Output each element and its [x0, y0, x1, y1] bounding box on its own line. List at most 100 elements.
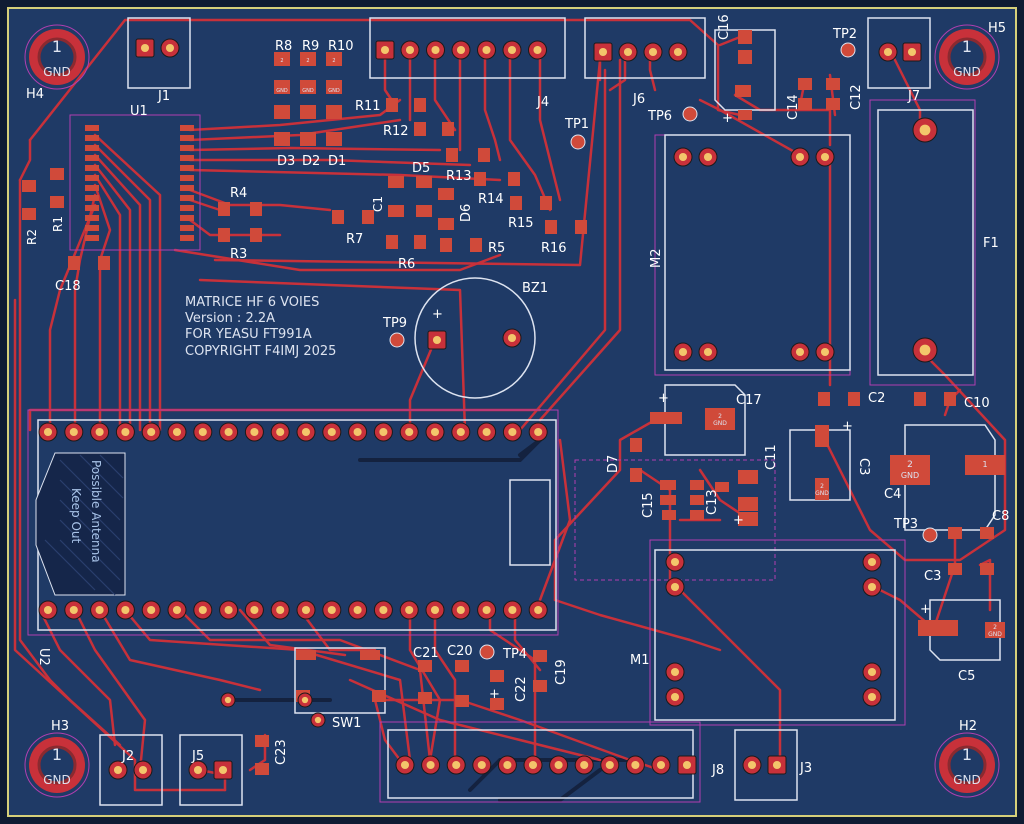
svg-text:GND: GND [988, 631, 1002, 638]
ref-c19: C19 [554, 659, 569, 685]
j6-pad [643, 42, 663, 62]
u2-top-pad [502, 422, 522, 442]
ref-d6: D6 [459, 204, 474, 222]
u2-bottom-pad [425, 600, 445, 620]
board-title-block: MATRICE HF 6 VOIES Version : 2.2A FOR YE… [185, 295, 336, 359]
u2-bottom-pad [399, 600, 419, 620]
ref-r12: R12 [383, 124, 409, 139]
u2-bottom-pad [296, 600, 316, 620]
j7-pad [878, 42, 898, 62]
board-text-line1: MATRICE HF 6 VOIES [185, 295, 319, 310]
u2-bottom-pad [502, 600, 522, 620]
j8-pad [651, 755, 671, 775]
ref-j8: J8 [711, 763, 724, 778]
mounting-hole-h2: 1 GND H2 [934, 719, 1000, 798]
m1-pad [862, 662, 882, 682]
u2-bottom-pad [38, 600, 58, 620]
ref-tp6: TP6 [647, 109, 672, 124]
u2-top-pad [477, 422, 497, 442]
mounting-hole-h3: 1 GND H3 [24, 719, 90, 798]
ref-bz1: BZ1 [522, 281, 548, 296]
u2-bottom-pad [451, 600, 471, 620]
j4-pad [375, 40, 395, 60]
ref-r14: R14 [478, 192, 504, 207]
u2-top-pad [348, 422, 368, 442]
j3-pad [767, 755, 787, 775]
svg-text:+: + [920, 602, 931, 617]
m2-pad [815, 342, 835, 362]
svg-text:+: + [733, 513, 744, 528]
ref-c10: C10 [964, 396, 990, 411]
ref-c11: C11 [764, 444, 779, 470]
u2-bottom-pad [373, 600, 393, 620]
ref-j4: J4 [536, 95, 549, 110]
mounting-hole-h5: 1 GND H5 [934, 21, 1006, 90]
u2-top-pad [219, 422, 239, 442]
j8-pad [574, 755, 594, 775]
svg-text:+: + [658, 391, 669, 406]
h5-net: GND [953, 65, 981, 79]
svg-text:2: 2 [280, 58, 283, 64]
j8-pad [523, 755, 543, 775]
ref-c8: C8 [992, 509, 1009, 524]
svg-text:2: 2 [332, 58, 335, 64]
m1-pad [665, 662, 685, 682]
m2-pad [815, 147, 835, 167]
u2-bottom-pad [167, 600, 187, 620]
svg-text:+: + [432, 307, 443, 322]
ref-r5: R5 [488, 241, 505, 256]
j8-pad [625, 755, 645, 775]
ref-j1: J1 [157, 89, 170, 104]
u2-bottom-pad [193, 600, 213, 620]
svg-text:GND: GND [713, 420, 727, 427]
ref-tp1: TP1 [564, 117, 589, 132]
m1-pad [862, 687, 882, 707]
f1-pad [912, 117, 938, 143]
ref-c22: C22 [514, 676, 529, 702]
u2-bottom-pad [244, 600, 264, 620]
j6-pad [668, 42, 688, 62]
ref-tp9: TP9 [382, 316, 407, 331]
svg-text:+: + [489, 687, 500, 702]
ref-j3: J3 [799, 761, 812, 776]
ref-r13: R13 [446, 169, 472, 184]
ref-r11: R11 [355, 99, 381, 114]
ref-c14: C14 [786, 94, 801, 120]
svg-text:2: 2 [820, 483, 824, 490]
ref-c21: C21 [413, 646, 439, 661]
svg-text:2: 2 [306, 58, 309, 64]
h3-ref: H3 [51, 719, 69, 734]
h5-pin: 1 [962, 37, 972, 56]
u2-top-pad [528, 422, 548, 442]
ref-r2: R2 [25, 229, 39, 245]
u2-bottom-pad [141, 600, 161, 620]
h5-ref: H5 [988, 21, 1006, 36]
svg-text:2: 2 [907, 460, 913, 470]
h2-ref: H2 [959, 719, 977, 734]
sw1-pad [297, 692, 313, 708]
ref-c3-rot: C3 [856, 458, 871, 475]
j1-pad [135, 38, 155, 58]
j4-pad [528, 40, 547, 60]
svg-text:1: 1 [982, 460, 987, 469]
u2-top-pad [167, 422, 187, 442]
antenna-keepout: Possible Antenna Keep Out [35, 452, 126, 596]
ref-c15: C15 [641, 492, 656, 518]
ref-r3: R3 [230, 247, 247, 262]
ref-j2: J2 [121, 749, 134, 764]
f1-pad [912, 337, 938, 363]
j3-pad [742, 755, 762, 775]
ref-c4: C4 [884, 487, 901, 502]
m1-pad [862, 552, 882, 572]
m1-pad [665, 687, 685, 707]
u2-top-pad [90, 422, 110, 442]
j4-pad [502, 40, 522, 60]
j4-pad [426, 40, 445, 60]
ref-r7: R7 [346, 232, 363, 247]
u2-top-pad [451, 422, 471, 442]
ref-sw1: SW1 [332, 716, 361, 731]
j6-pad [618, 42, 638, 62]
h3-net: GND [43, 773, 71, 787]
j4-pad [477, 40, 496, 60]
polarity-markers: + + + + + + + [432, 111, 931, 702]
